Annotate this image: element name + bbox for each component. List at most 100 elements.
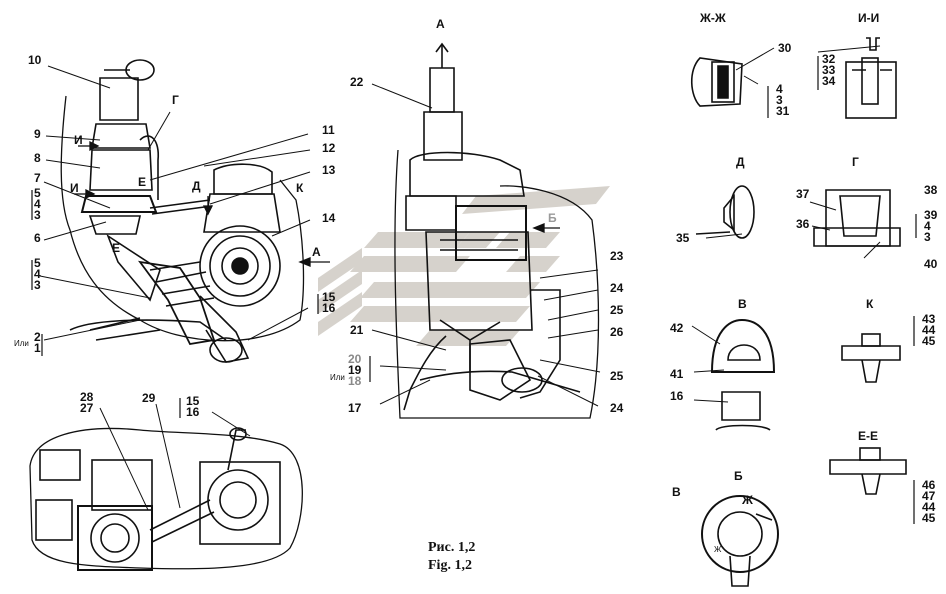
view-title-zh: Ж-Ж [700,11,726,25]
arrow-label-v: В [672,485,681,499]
callout-35: 35 [676,231,690,245]
callout-12: 12 [322,141,336,155]
figure-caption-en: Fig. 1,2 [428,558,472,573]
callout-27: 27 [80,401,94,415]
arrow-label-d: Д [192,179,201,193]
callout-4: 4 [34,197,41,211]
callout-23: 23 [610,249,624,263]
view-title-g: Г [852,155,859,169]
callout-group-4-3-31: 4 3 31 [776,82,790,118]
callout-46: 46 [922,478,936,492]
callout-5: 5 [34,186,41,200]
alt-word-main: Или [14,339,29,348]
view-title-v: В [738,297,747,311]
callout-39: 39 [924,208,938,222]
callout-15: 15 [186,394,200,408]
arrow-label-i-top: И [74,133,83,147]
arrow-label-g: Г [172,93,179,107]
bracket-lines [31,56,917,524]
view-title-a: А [436,17,445,31]
callout-4: 4 [924,219,931,233]
callout-36: 36 [796,217,810,231]
callout-42: 42 [670,321,684,335]
callout-29: 29 [142,391,156,405]
callout-13: 13 [322,163,336,177]
view-title-e: Е-Е [858,429,879,443]
callout-3: 3 [34,208,41,222]
callout-21: 21 [350,323,364,337]
callout-5: 5 [34,256,41,270]
callout-4: 4 [34,267,41,281]
callout-group-20-19-18: 20 19 18 [348,352,362,388]
callout-16: 16 [670,389,684,403]
callout-group-32-33-34: 32 33 34 [822,52,836,88]
pump-housing [99,77,139,121]
callout-24: 24 [610,281,624,295]
callout-4: 4 [776,82,783,96]
callout-group-5-4-3-bottom: 5 4 3 [34,256,41,292]
callout-44: 44 [922,323,936,337]
callout-15: 15 [322,290,336,304]
callout-9: 9 [34,127,41,141]
callout-group-39-4-3: 39 4 3 [924,208,938,244]
callout-25: 25 [610,369,624,383]
callout-10: 10 [28,53,42,67]
callout-25: 25 [610,303,624,317]
callout-20: 20 [348,352,362,366]
direction-arrows [74,140,560,267]
arrow-label-a: А [312,245,321,259]
view-title-k: К [866,297,874,311]
arrow-label-e-top: Е [138,175,147,189]
callout-24: 24 [610,401,624,415]
callout-44: 44 [922,500,936,514]
callout-7: 7 [34,171,41,185]
callout-group-15-16-bottom: 15 16 [186,394,200,419]
view-a [394,42,600,419]
leader-lines [39,45,881,511]
figure-caption-ru: Рис. 1,2 [428,540,476,555]
callout-22: 22 [350,75,364,89]
arrow-label-b: Б [548,211,557,225]
arrow-label-e-bottom: Е [112,241,121,255]
callout-38: 38 [924,183,938,197]
callout-28: 28 [80,390,94,404]
view-title-b: Б [734,469,743,483]
fan-wheel [199,225,281,307]
main-view [60,59,305,363]
callout-19: 19 [348,363,362,377]
callout-3: 3 [776,93,783,107]
callout-11: 11 [322,123,335,137]
callout-8: 8 [34,151,41,165]
callout-34: 34 [822,74,836,88]
callout-16: 16 [322,301,336,315]
pump-a [429,67,455,113]
arrow-label-zh-bottom: Ж [714,545,722,554]
callout-45: 45 [922,334,936,348]
callout-group-28-27: 28 27 [80,390,94,415]
callout-41: 41 [670,367,684,381]
callout-14: 14 [322,211,336,225]
arrow-label-i-bottom: И [70,181,79,195]
callout-2: 2 [34,330,41,344]
view-title-i: И-И [858,11,880,25]
arrow-label-k: К [296,181,304,195]
callout-18: 18 [348,374,362,388]
callout-6: 6 [34,231,41,245]
callout-16: 16 [186,405,200,419]
callout-3: 3 [34,278,41,292]
heater-square [77,505,153,571]
callout-group-43-44-45: 43 44 45 [922,312,936,348]
callout-17: 17 [348,401,362,415]
callout-30: 30 [778,41,792,55]
callout-33: 33 [822,63,836,77]
heater-body [91,123,151,149]
detail-views [690,37,907,587]
callout-31: 31 [776,104,790,118]
callout-1: 1 [34,341,41,355]
view-b-disc [701,495,779,573]
callout-group-2-1: 2 1 [34,330,41,355]
callout-32: 32 [822,52,836,66]
callout-43: 43 [922,312,936,326]
callout-3: 3 [924,230,931,244]
callout-group-46-47-44-45: 46 47 44 45 [922,478,936,524]
